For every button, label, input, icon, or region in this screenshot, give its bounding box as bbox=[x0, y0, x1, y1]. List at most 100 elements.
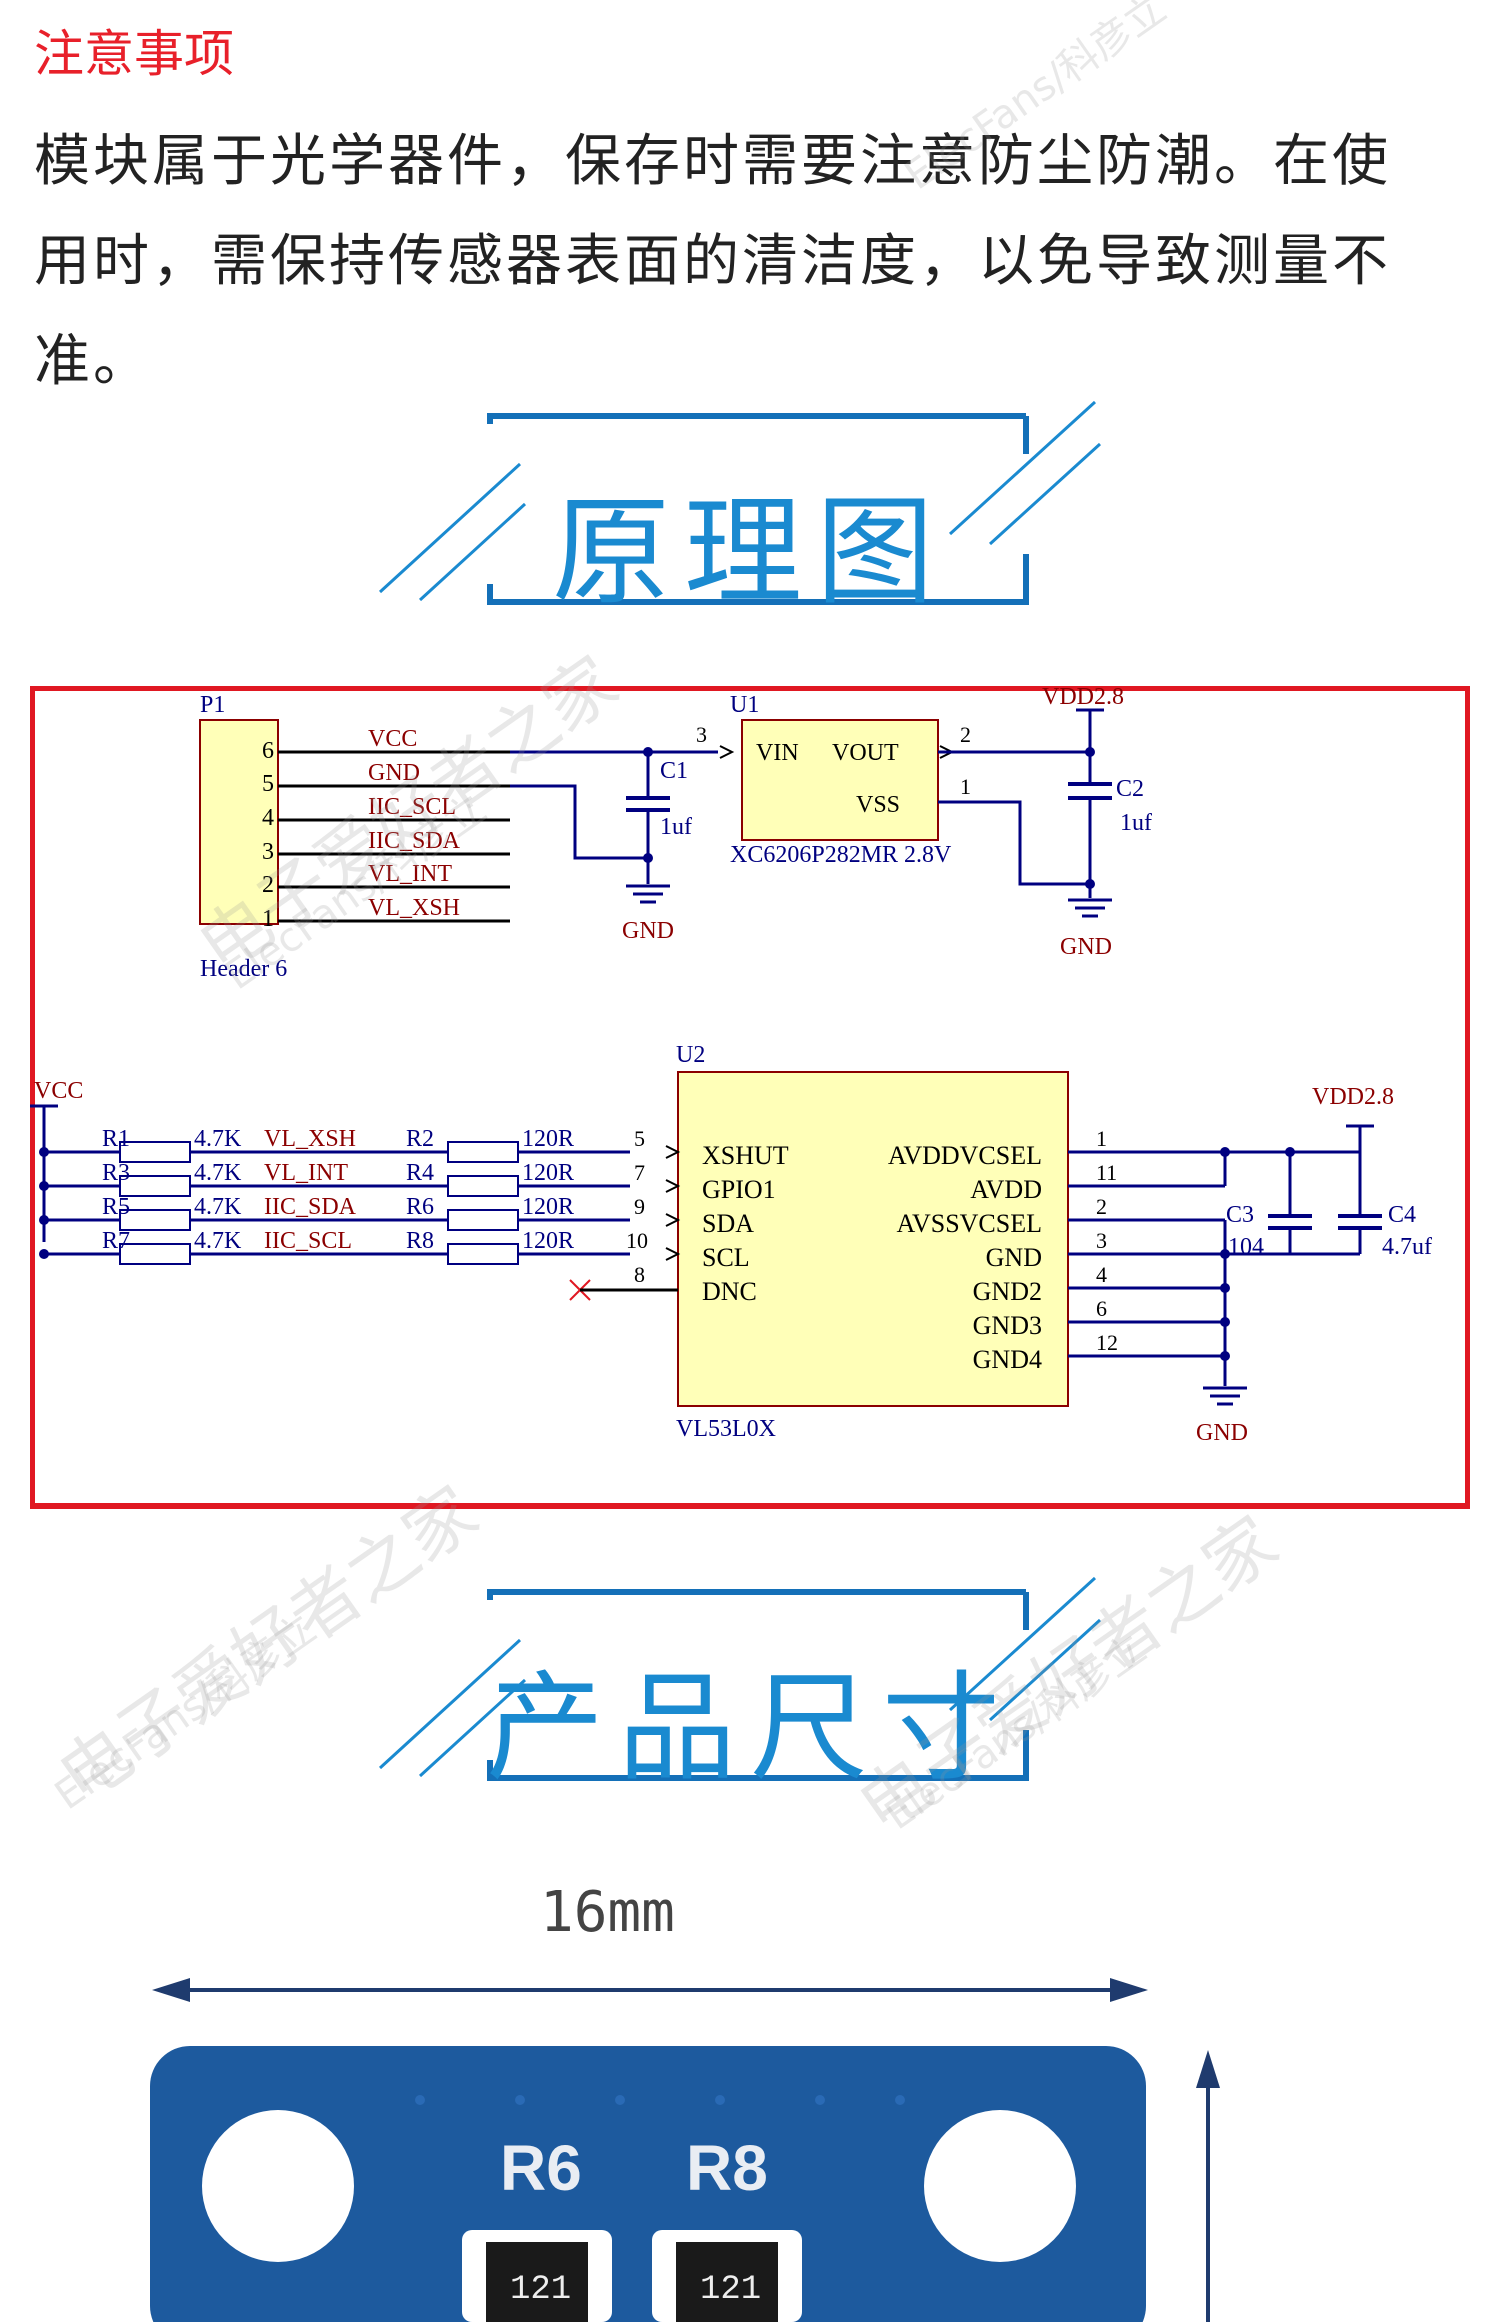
resistor-value: 120R bbox=[522, 1160, 574, 1186]
net-label: VL_XSH bbox=[264, 1126, 356, 1152]
size-banner: 产品尺寸 bbox=[360, 1540, 1140, 1797]
p1-name: Header 6 bbox=[200, 956, 287, 982]
resistor-r2 bbox=[447, 1141, 519, 1163]
u2-pinnum-11: 11 bbox=[1096, 1160, 1117, 1185]
net-vl-xsh: VL_XSH bbox=[368, 895, 460, 921]
c4-value: 4.7uf bbox=[1382, 1234, 1432, 1260]
silk-r6: R6 bbox=[500, 2132, 582, 2204]
junction-dot bbox=[39, 1181, 49, 1191]
p1-pin-5: 5 bbox=[262, 771, 274, 797]
resistor-value: 4.7K bbox=[194, 1228, 242, 1254]
u1-vss: VSS bbox=[856, 792, 900, 818]
net-iic-sda: IIC_SDA bbox=[368, 828, 461, 854]
height-arrow-icon bbox=[1196, 2050, 1220, 2322]
p1-pin-2: 2 bbox=[262, 872, 274, 898]
resistor-ref: R2 bbox=[406, 1126, 434, 1152]
board-dimension-figure: R6 R8 121 121 bbox=[150, 1978, 1220, 2322]
vcc-label: VCC bbox=[34, 1078, 83, 1104]
u1-pin-2: 2 bbox=[960, 722, 971, 747]
u2-pin-xshut: XSHUT bbox=[702, 1141, 789, 1170]
pin-arrow bbox=[665, 1145, 681, 1159]
u2-pin-dnc: DNC bbox=[702, 1277, 757, 1306]
u2-pinnum-12: 12 bbox=[1096, 1330, 1118, 1355]
u1-pin-1: 1 bbox=[960, 774, 971, 799]
u1-body bbox=[741, 719, 939, 841]
net-vl-int: VL_INT bbox=[368, 861, 452, 887]
resistor-value: 120R bbox=[522, 1126, 574, 1152]
junction-dot bbox=[39, 1147, 49, 1157]
resistor-ref: R1 bbox=[102, 1126, 130, 1152]
watermark: ElecFans/科彦立 bbox=[46, 1605, 325, 1820]
resistor-value: 4.7K bbox=[194, 1126, 242, 1152]
banner-frame-icon bbox=[378, 400, 1102, 605]
u2-pin-gnd3: GND3 bbox=[973, 1311, 1042, 1340]
size-title: 产品尺寸 bbox=[485, 1659, 1014, 1797]
u1-pin-3: 3 bbox=[696, 722, 707, 747]
p1-body bbox=[199, 719, 279, 925]
net-label: VL_INT bbox=[264, 1160, 348, 1186]
resistor-r6 bbox=[447, 1209, 519, 1231]
c1-ref: C1 bbox=[660, 758, 688, 784]
resistor-ref: R3 bbox=[102, 1160, 130, 1186]
net-label: IIC_SDA bbox=[264, 1194, 357, 1220]
u2-pin-gnd4: GND4 bbox=[973, 1345, 1042, 1374]
net-vcc: VCC bbox=[368, 726, 417, 752]
junction-dot bbox=[39, 1215, 49, 1225]
p1-pin-6: 6 bbox=[262, 738, 274, 764]
resistor-r7 bbox=[119, 1243, 191, 1265]
r8-chip-code: 121 bbox=[700, 2271, 761, 2309]
r8-chip bbox=[676, 2242, 778, 2322]
c4-ref: C4 bbox=[1388, 1202, 1416, 1228]
silk-r8: R8 bbox=[686, 2132, 768, 2204]
resistor-value: 120R bbox=[522, 1228, 574, 1254]
gnd-label-2: GND bbox=[1060, 934, 1112, 960]
schematic-title: 原理图 bbox=[551, 483, 948, 621]
mount-hole-left bbox=[202, 2110, 354, 2262]
u2-pinnum-6: 6 bbox=[1096, 1296, 1107, 1321]
resistor-value: 4.7K bbox=[194, 1194, 242, 1220]
u2-pinnum-2: 2 bbox=[1096, 1194, 1107, 1219]
u2-pin-gnd2: GND2 bbox=[973, 1277, 1042, 1306]
schematic-banner: 原理图 bbox=[360, 364, 1140, 621]
notes-text: 模块属于光学器件，保存时需要注意防尘防潮。在使用时，需保持传感器表面的清洁度，以… bbox=[34, 129, 1391, 394]
resistor-ref: R5 bbox=[102, 1194, 130, 1220]
u2-pinnum-3: 3 bbox=[1096, 1228, 1107, 1253]
u2-ref: U2 bbox=[676, 1042, 705, 1068]
resistor-ref: R4 bbox=[406, 1160, 434, 1186]
net-label: IIC_SCL bbox=[264, 1228, 352, 1254]
junction-dot bbox=[39, 1249, 49, 1259]
c2-ref: C2 bbox=[1116, 776, 1144, 802]
c2-value: 1uf bbox=[1120, 810, 1152, 836]
u2-pin-avssvcsel: AVSSVCSEL bbox=[897, 1209, 1042, 1238]
resistor-r4 bbox=[447, 1175, 519, 1197]
r6-chip-code: 121 bbox=[510, 2271, 571, 2309]
pin-arrow bbox=[665, 1213, 681, 1227]
resistor-ref: R8 bbox=[406, 1228, 434, 1254]
net-gnd: GND bbox=[368, 760, 420, 786]
u2-pinnum-10: 10 bbox=[626, 1228, 648, 1253]
c3-value: 104 bbox=[1228, 1234, 1264, 1260]
u2-body bbox=[677, 1071, 1069, 1407]
resistor-r8 bbox=[447, 1243, 519, 1265]
mount-hole-right bbox=[924, 2110, 1076, 2262]
gnd-label-1: GND bbox=[622, 918, 674, 944]
pcb-board bbox=[150, 2046, 1146, 2322]
u2-pin-scl: SCL bbox=[702, 1243, 750, 1272]
vdd-label-2: VDD2.8 bbox=[1312, 1084, 1394, 1110]
gnd-label-3: GND bbox=[1196, 1420, 1248, 1446]
c1-value: 1uf bbox=[660, 814, 692, 840]
u2-pin-avddvcsel: AVDDVCSEL bbox=[888, 1141, 1042, 1170]
vdd-label-1: VDD2.8 bbox=[1042, 686, 1124, 710]
u2-pinnum-5: 5 bbox=[634, 1126, 645, 1151]
schematic-diagram: P1 6 5 4 3 2 1 Header 6 VCC GND IIC_SCL … bbox=[30, 686, 1470, 1509]
resistor-r1 bbox=[119, 1141, 191, 1163]
banner-frame-icon bbox=[378, 1576, 1102, 1781]
resistor-ref: R7 bbox=[102, 1228, 130, 1254]
p1-pin-1: 1 bbox=[262, 906, 274, 932]
c3-ref: C3 bbox=[1226, 1202, 1254, 1228]
resistor-ref: R6 bbox=[406, 1194, 434, 1220]
resistor-value: 4.7K bbox=[194, 1160, 242, 1186]
u1-ref: U1 bbox=[730, 692, 759, 718]
u1-part: XC6206P282MR 2.8V bbox=[730, 842, 952, 868]
net-iic-scl: IIC_SCL bbox=[368, 794, 456, 820]
